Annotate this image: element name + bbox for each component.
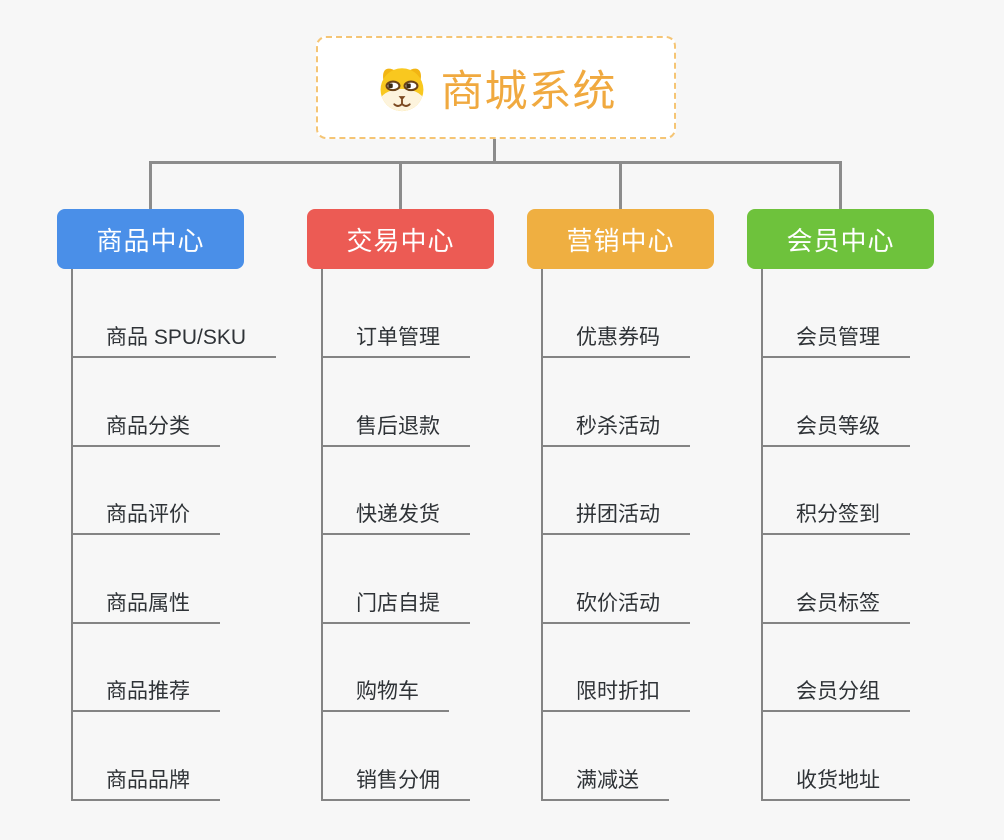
child-node[interactable]: 砍价活动 <box>542 580 690 624</box>
child-node[interactable]: 会员标签 <box>762 580 910 624</box>
branch-bus-line <box>149 161 842 164</box>
child-node[interactable]: 积分签到 <box>762 491 910 535</box>
root-stem-line <box>493 139 496 164</box>
child-node[interactable]: 商品属性 <box>72 580 220 624</box>
root-title: 商城系统 <box>440 67 617 116</box>
child-node[interactable]: 拼团活动 <box>542 491 690 535</box>
child-node[interactable]: 商品品牌 <box>72 757 220 801</box>
child-node[interactable]: 商品分类 <box>72 403 220 447</box>
child-node[interactable]: 会员等级 <box>762 403 910 447</box>
child-node[interactable]: 售后退款 <box>322 403 470 447</box>
branch-drop-line <box>399 161 402 209</box>
child-node[interactable]: 订单管理 <box>322 314 470 358</box>
child-node[interactable]: 商品评价 <box>72 491 220 535</box>
child-node[interactable]: 限时折扣 <box>542 668 690 712</box>
child-node[interactable]: 秒杀活动 <box>542 403 690 447</box>
child-node[interactable]: 商品推荐 <box>72 668 220 712</box>
branch-node-1[interactable]: 商品中心 <box>57 209 244 269</box>
dog-icon <box>376 64 428 112</box>
branch-node-2[interactable]: 交易中心 <box>307 209 494 269</box>
branch-node-3[interactable]: 营销中心 <box>527 209 714 269</box>
branch-drop-line <box>149 161 152 209</box>
root-node[interactable]: 商城系统 <box>316 36 676 139</box>
child-node[interactable]: 会员管理 <box>762 314 910 358</box>
child-node[interactable]: 门店自提 <box>322 580 470 624</box>
child-node[interactable]: 快递发货 <box>322 491 470 535</box>
branch-drop-line <box>619 161 622 209</box>
child-node[interactable]: 满减送 <box>542 757 669 801</box>
child-node[interactable]: 优惠券码 <box>542 314 690 358</box>
child-node[interactable]: 商品 SPU/SKU <box>72 314 277 358</box>
child-node[interactable]: 收货地址 <box>762 757 910 801</box>
branch-node-4[interactable]: 会员中心 <box>747 209 934 269</box>
child-node[interactable]: 购物车 <box>322 668 449 712</box>
child-node[interactable]: 会员分组 <box>762 668 910 712</box>
child-node[interactable]: 销售分佣 <box>322 757 470 801</box>
branch-drop-line <box>839 161 842 209</box>
